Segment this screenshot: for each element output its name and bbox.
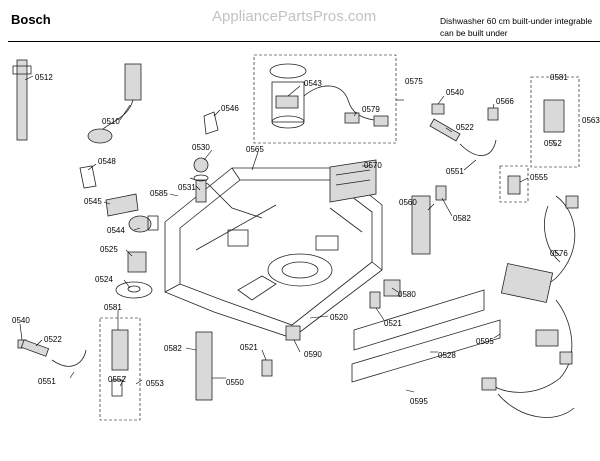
part-0563	[543, 99, 565, 133]
callout-0595-right: 0595	[476, 337, 494, 346]
brand-title: Bosch	[11, 12, 51, 27]
callout-0566: 0566	[496, 97, 514, 106]
callout-0521-left: 0521	[240, 343, 258, 352]
part-0510	[87, 63, 142, 144]
part-0552-left	[111, 379, 123, 397]
callout-0545: 0545	[84, 197, 102, 206]
model-description-line2: can be built under	[440, 28, 508, 38]
part-0544	[128, 215, 159, 233]
callout-0581-left: 0581	[104, 303, 122, 312]
callout-0555: 0555	[530, 173, 548, 182]
model-description-line1: Dishwasher 60 cm built-under integrable	[440, 16, 593, 26]
base-tub-assembly	[164, 167, 383, 339]
callout-0580: 0580	[398, 290, 416, 299]
callout-0528: 0528	[438, 351, 456, 360]
callout-0550: 0550	[226, 378, 244, 387]
part-0546	[203, 111, 219, 135]
callout-0570: 0570	[364, 161, 382, 170]
hinge-detail-frame-right	[530, 76, 580, 168]
part-0551-left	[51, 349, 87, 367]
callout-0581-right: 0581	[550, 73, 568, 82]
part-0524	[115, 281, 153, 299]
callout-0553: 0553	[146, 379, 164, 388]
callout-0525: 0525	[100, 245, 118, 254]
part-0521-screw-b	[369, 291, 381, 309]
callout-0552-right: 0552	[544, 139, 562, 148]
part-0522-left	[20, 339, 50, 357]
callout-0521-right: 0521	[384, 319, 402, 328]
callout-0510: 0510	[102, 117, 120, 126]
callout-0546: 0546	[221, 104, 239, 113]
part-0570	[329, 159, 377, 203]
callout-0563: 0563	[582, 116, 600, 125]
part-0555	[507, 175, 521, 195]
part-0551-right	[459, 139, 497, 156]
part-0530	[193, 157, 209, 173]
callout-0590: 0590	[304, 350, 322, 359]
callout-0585: 0585	[150, 189, 168, 198]
callout-0524: 0524	[95, 275, 113, 284]
callout-0582-left: 0582	[164, 344, 182, 353]
part-0548	[79, 165, 97, 189]
callout-0522-left: 0522	[44, 335, 62, 344]
callout-0548: 0548	[98, 157, 116, 166]
callout-0512: 0512	[35, 73, 53, 82]
part-0512	[12, 59, 32, 141]
part-0566	[487, 107, 499, 121]
part-0525	[127, 251, 147, 273]
callout-0575: 0575	[405, 77, 423, 86]
callout-0595-bottom: 0595	[410, 397, 428, 406]
callout-0565: 0565	[246, 145, 264, 154]
hinge-detail-frame-left	[99, 317, 141, 421]
callout-0522-right: 0522	[456, 123, 474, 132]
callout-0582-right: 0582	[453, 214, 471, 223]
callout-0551-left: 0551	[38, 377, 56, 386]
callout-0520: 0520	[330, 313, 348, 322]
header-rule	[8, 41, 600, 42]
part-0531	[193, 174, 209, 203]
callout-0543: 0543	[304, 79, 322, 88]
part-0579	[344, 112, 389, 127]
callout-0579: 0579	[362, 105, 380, 114]
callout-0540-left: 0540	[12, 316, 30, 325]
leader-lines	[19, 75, 561, 393]
callout-0531: 0531	[178, 183, 196, 192]
part-0540-right	[431, 103, 445, 115]
part-0528-plinth	[351, 289, 501, 383]
part-0581-left	[111, 329, 129, 371]
callout-0552-left: 0552	[108, 375, 126, 384]
watermark: AppliancePartsPros.com	[212, 8, 377, 25]
callout-0551-right: 0551	[446, 167, 464, 176]
callout-0544: 0544	[107, 226, 125, 235]
callout-0576: 0576	[550, 249, 568, 258]
hinge-part-frame	[499, 165, 529, 203]
part-0545	[105, 193, 139, 217]
part-0522-right	[429, 118, 461, 142]
callout-0560: 0560	[399, 198, 417, 207]
part-0521-screw-a	[261, 359, 273, 377]
callout-labels: 0512 0510 0546 0543 0575 0579 0540 0566 …	[12, 73, 600, 406]
part-0590-a	[285, 325, 301, 341]
callout-0530: 0530	[192, 143, 210, 152]
pump-detail-frame	[253, 54, 397, 144]
part-0543-pump	[269, 63, 375, 129]
part-0582-right	[435, 185, 447, 201]
callout-0540-right: 0540	[446, 88, 464, 97]
part-0550	[195, 331, 213, 401]
part-0576-wiring-harness	[481, 195, 579, 418]
part-0580	[411, 195, 431, 255]
